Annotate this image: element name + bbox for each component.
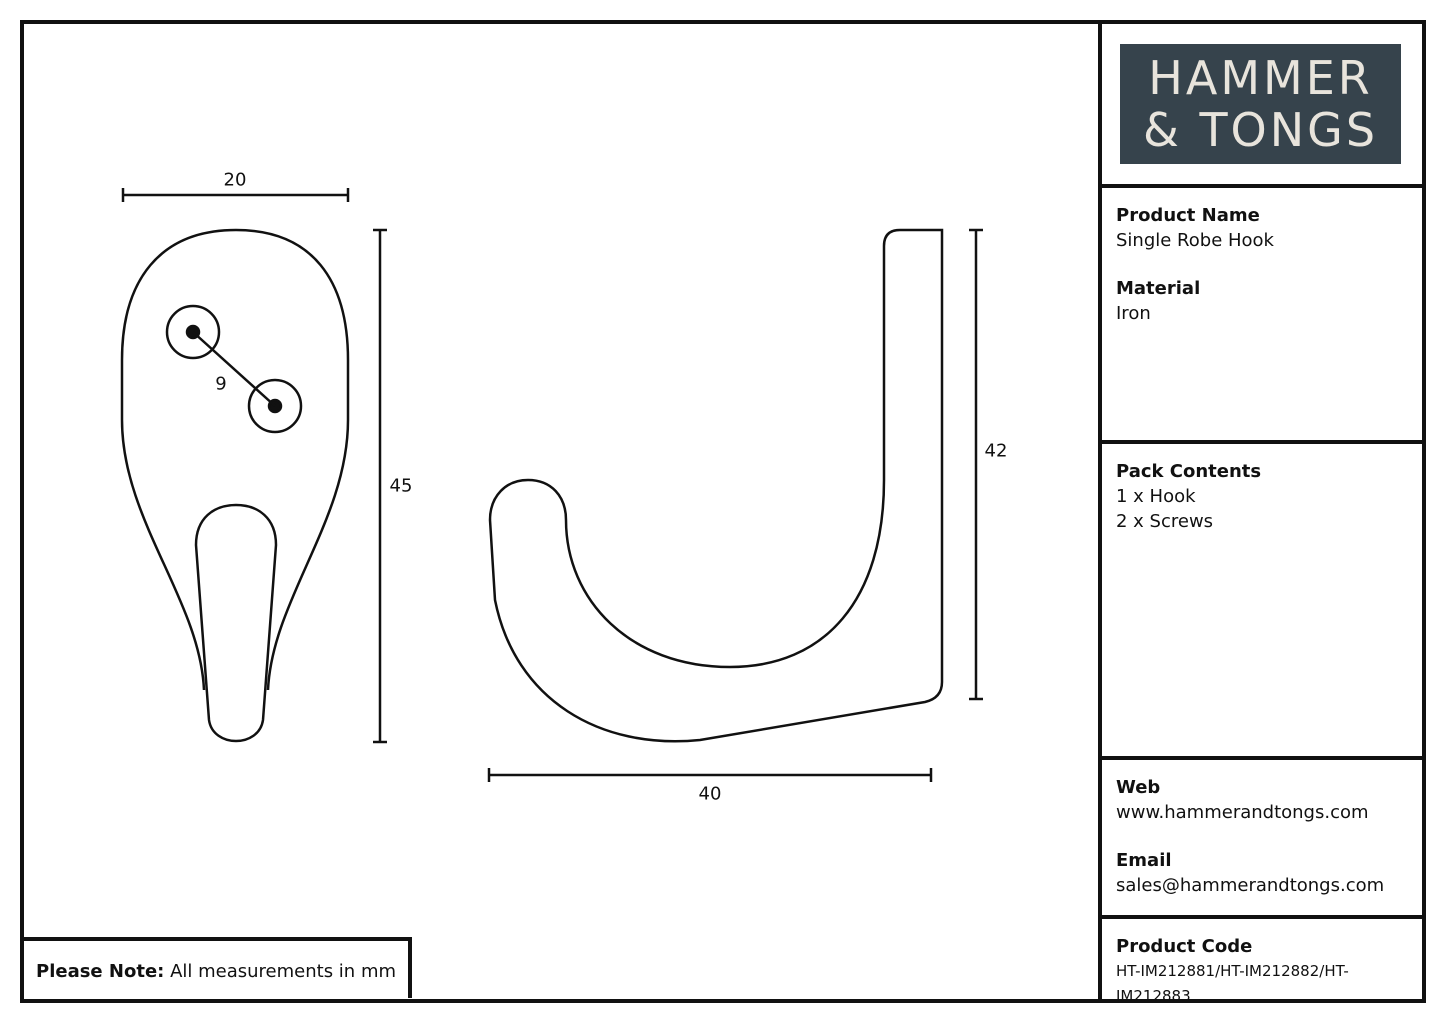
dim-hole-spacing: 9 <box>215 373 227 395</box>
dim-front-height: 45 <box>389 475 413 497</box>
drawing-frame <box>20 20 1426 1003</box>
logo-line2: & TONGS <box>1142 103 1379 157</box>
side-view-hook <box>488 228 944 743</box>
product-code-value: HT-IM212881/HT-IM212882/HT-IM212883 <box>1116 962 1349 1005</box>
note-label: Please Note: <box>36 961 165 982</box>
product-code-label: Product Code <box>1116 936 1253 957</box>
email-label: Email <box>1116 850 1172 871</box>
product-info-section: Product Name Single Robe Hook Material I… <box>1102 184 1422 442</box>
info-panel-divider <box>1098 20 1424 999</box>
pack-contents-label: Pack Contents <box>1116 461 1262 482</box>
hole-spacing-line <box>192 331 276 407</box>
front-slot <box>194 503 278 743</box>
dimension-lines <box>121 188 983 782</box>
web-link[interactable]: www.hammerandtongs.com <box>1116 802 1369 823</box>
measurement-note: Please Note: All measurements in mm <box>20 937 412 998</box>
pack-item: 2 x Screws <box>1116 511 1214 532</box>
front-view-hook <box>120 228 350 743</box>
front-outline-left <box>120 419 206 691</box>
material-label: Material <box>1116 278 1201 299</box>
dim-front-width: 20 <box>223 169 247 191</box>
dim-side-depth: 40 <box>698 783 722 805</box>
logo-line1: HAMMER <box>1148 51 1373 105</box>
contact-section: Web www.hammerandtongs.com Email sales@h… <box>1102 756 1422 918</box>
product-code-section: Product Code HT-IM212881/HT-IM212882/HT-… <box>1102 915 1422 1005</box>
material-value: Iron <box>1116 303 1151 324</box>
pack-contents-section: Pack Contents 1 x Hook 2 x Screws <box>1102 440 1422 758</box>
product-name-value: Single Robe Hook <box>1116 230 1274 251</box>
note-text: All measurements in mm <box>170 961 397 982</box>
brand-logo: HAMMER & TONGS <box>1120 44 1401 164</box>
pack-item: 1 x Hook <box>1116 486 1196 507</box>
side-outline <box>488 228 944 743</box>
dim-side-height: 42 <box>984 440 1008 462</box>
web-label: Web <box>1116 777 1161 798</box>
email-link[interactable]: sales@hammerandtongs.com <box>1116 875 1385 896</box>
screw-hole-bottom <box>247 378 303 434</box>
product-name-label: Product Name <box>1116 205 1260 226</box>
screw-hole-top <box>165 304 221 360</box>
front-outline <box>120 228 350 691</box>
